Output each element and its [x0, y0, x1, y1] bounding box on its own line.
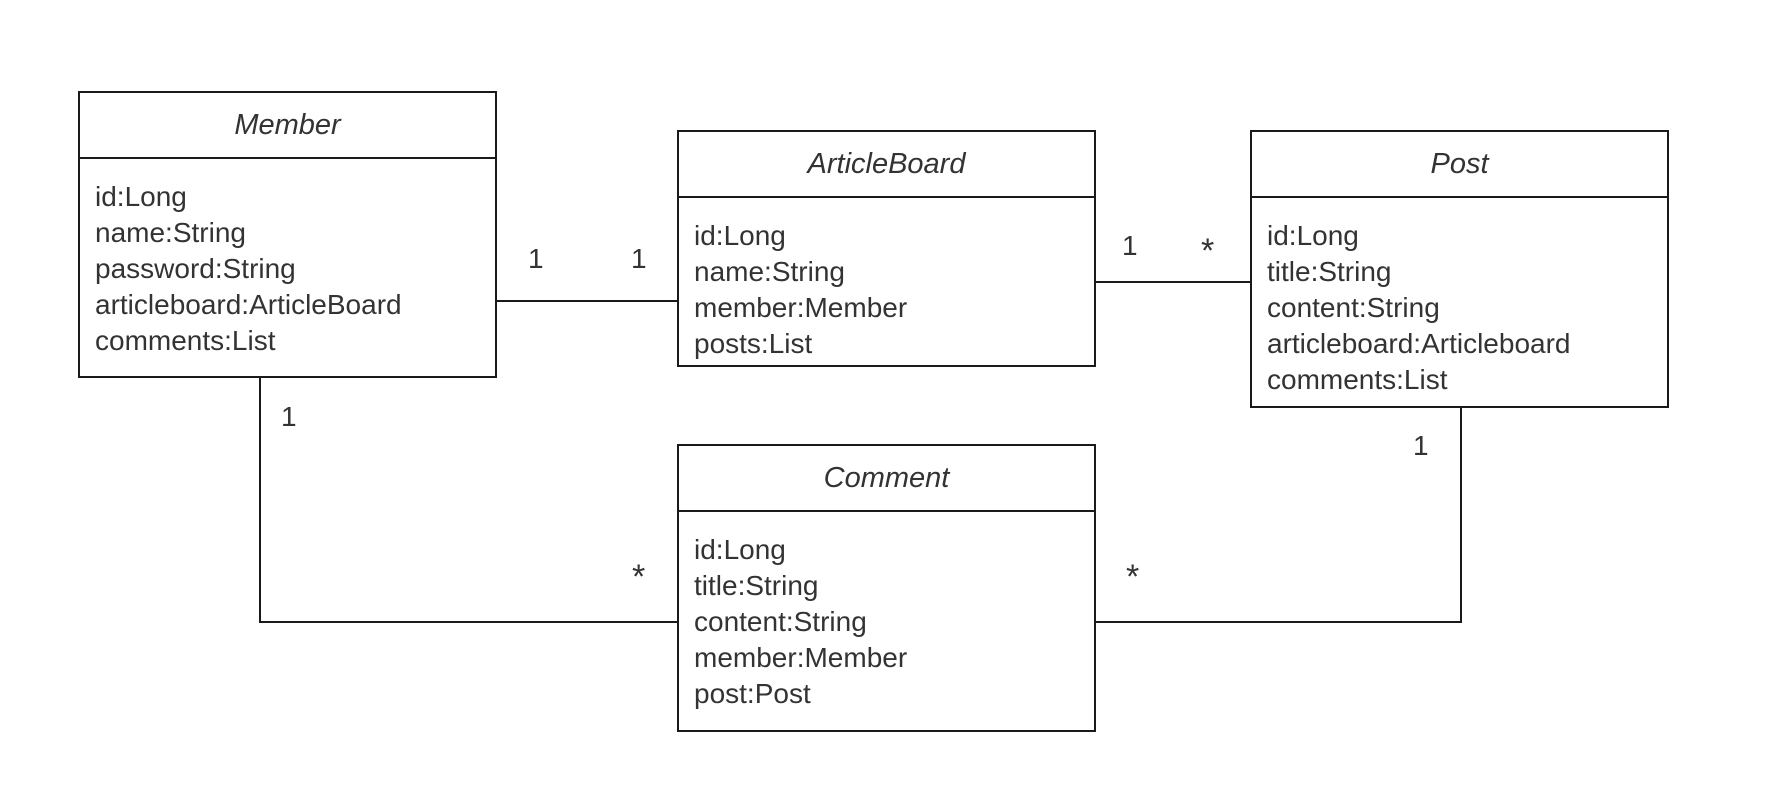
articleboard-attribute: name:String: [694, 256, 845, 287]
articleboard-attribute: id:Long: [694, 220, 786, 251]
multiplicity-articleboard-post-articleboard-end: 1: [1122, 230, 1138, 261]
articleboard-attribute: member:Member: [694, 292, 908, 323]
multiplicity-member-comment-member-end: 1: [281, 401, 297, 432]
multiplicity-member-articleboard-articleboard-end: 1: [631, 243, 647, 274]
association-member-comment: [259, 378, 677, 623]
comment-attribute: id:Long: [694, 534, 786, 565]
post-attribute: id:Long: [1267, 220, 1359, 251]
multiplicity-member-comment-comment-end: *: [632, 558, 646, 596]
articleboard-class-name: ArticleBoard: [679, 132, 1094, 198]
post-attributes: id:Long title:String content:String arti…: [1252, 198, 1667, 398]
member-attribute: name:String: [95, 217, 246, 248]
multiplicity-post-comment-comment-end: *: [1126, 558, 1140, 596]
member-attributes: id:Long name:String password:String arti…: [80, 159, 495, 359]
member-class[interactable]: Member id:Long name:String password:Stri…: [78, 91, 497, 378]
member-attribute: id:Long: [95, 181, 187, 212]
comment-class-name: Comment: [679, 446, 1094, 512]
post-attribute: comments:List: [1267, 364, 1448, 395]
member-attribute: password:String: [95, 253, 296, 284]
multiplicity-post-comment-post-end: 1: [1413, 430, 1429, 461]
post-attribute: articleboard:Articleboard: [1267, 328, 1571, 359]
post-attribute: title:String: [1267, 256, 1392, 287]
multiplicity-articleboard-post-post-end: *: [1201, 232, 1215, 270]
post-class[interactable]: Post id:Long title:String content:String…: [1250, 130, 1669, 408]
articleboard-attributes: id:Long name:String member:Member posts:…: [679, 198, 1094, 362]
post-class-name: Post: [1252, 132, 1667, 198]
member-attribute: articleboard:ArticleBoard: [95, 289, 402, 320]
articleboard-class[interactable]: ArticleBoard id:Long name:String member:…: [677, 130, 1096, 367]
comment-attribute: member:Member: [694, 642, 908, 673]
member-class-name: Member: [80, 93, 495, 159]
post-attribute: content:String: [1267, 292, 1440, 323]
comment-attribute: content:String: [694, 606, 867, 637]
multiplicity-member-articleboard-member-end: 1: [528, 243, 544, 274]
member-attribute: comments:List: [95, 325, 276, 356]
comment-attribute: post:Post: [694, 678, 811, 709]
association-post-comment: [1096, 408, 1462, 623]
comment-attribute: title:String: [694, 570, 819, 601]
articleboard-attribute: posts:List: [694, 328, 813, 359]
comment-class[interactable]: Comment id:Long title:String content:Str…: [677, 444, 1096, 732]
comment-attributes: id:Long title:String content:String memb…: [679, 512, 1094, 712]
